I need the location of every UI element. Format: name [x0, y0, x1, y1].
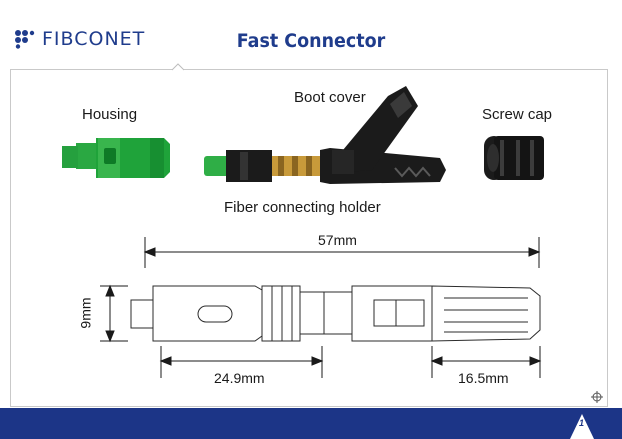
holder-part	[204, 148, 446, 184]
page-number: 1	[578, 418, 584, 428]
height-dim	[100, 284, 128, 343]
dim-height-label: 9mm	[77, 297, 94, 329]
label-boot-cover: Boot cover	[294, 89, 366, 106]
dim-total-label: 57mm	[318, 232, 357, 248]
boot-cover-part	[332, 86, 418, 174]
rear-length-dim	[430, 346, 542, 378]
label-holder: Fiber connecting holder	[224, 199, 381, 216]
screw-cap-part	[484, 136, 544, 180]
dim-rear-label: 16.5mm	[458, 370, 509, 386]
logo-dots-icon	[15, 30, 35, 49]
brand-name: FIBCONET	[42, 28, 146, 50]
content-frame	[10, 69, 608, 407]
frame-notch	[171, 63, 185, 71]
page-corner-icon	[570, 414, 594, 439]
brand-logo: FIBCONET	[14, 28, 145, 50]
total-length-dim	[143, 237, 541, 268]
dim-front-label: 24.9mm	[214, 370, 265, 386]
dimension-drawing	[130, 285, 541, 342]
page-title: Fast Connector	[236, 30, 386, 52]
housing-part	[62, 138, 170, 178]
label-screw-cap: Screw cap	[482, 106, 553, 123]
front-length-dim	[159, 346, 324, 378]
label-housing: Housing	[82, 106, 138, 123]
crosshair-icon	[591, 391, 603, 403]
footer-bar: 1	[0, 408, 622, 439]
